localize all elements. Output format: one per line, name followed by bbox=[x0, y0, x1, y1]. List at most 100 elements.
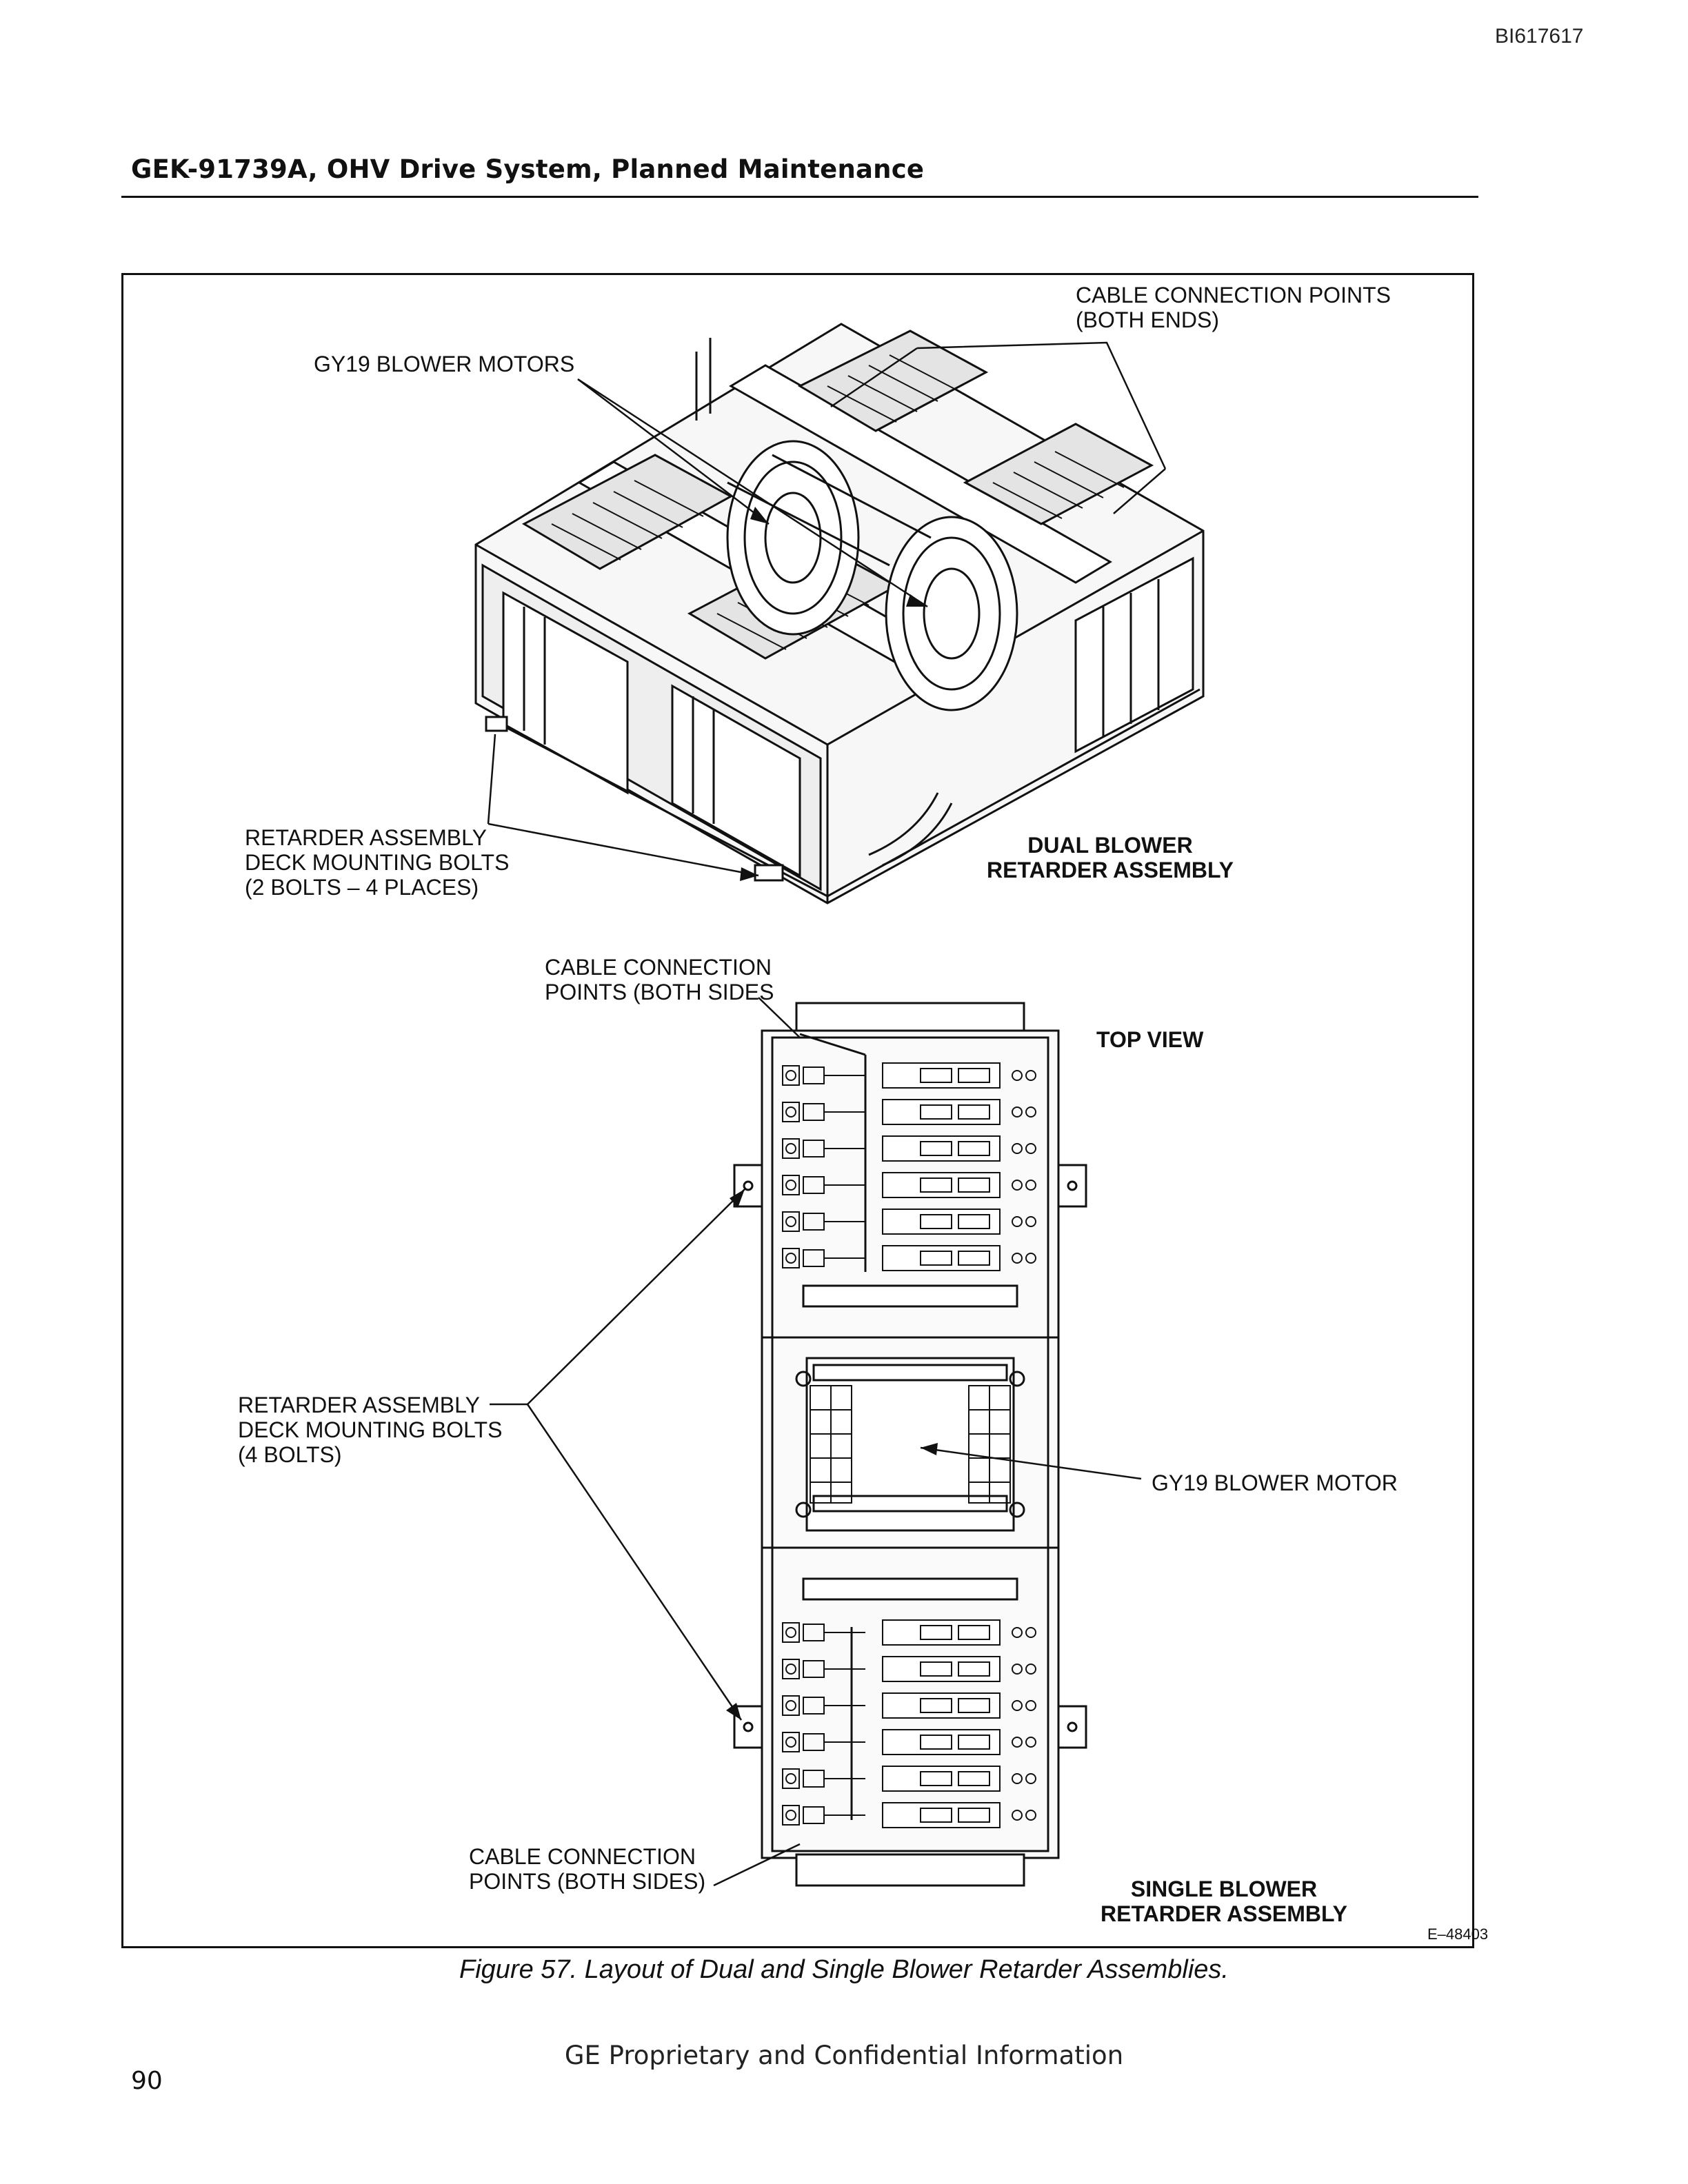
grid-row-part bbox=[958, 1698, 990, 1713]
grid-row-part bbox=[958, 1771, 990, 1786]
label-gy19-blower-motor: GY19 BLOWER MOTOR bbox=[1152, 1470, 1398, 1495]
page-number: 90 bbox=[131, 2067, 163, 2095]
grid-row-part bbox=[1012, 1737, 1023, 1748]
page-header-title: GEK-91739A, OHV Drive System, Planned Ma… bbox=[131, 154, 925, 184]
grid-row-part bbox=[882, 1692, 1001, 1719]
grid-row-part bbox=[1025, 1106, 1036, 1118]
grid-row-part bbox=[785, 1143, 796, 1154]
grid-row-part bbox=[785, 1737, 796, 1748]
leader-lines bbox=[487, 341, 1167, 1887]
grid-row-part bbox=[785, 1773, 796, 1784]
label-dual-blower-title: DUAL BLOWER RETARDER ASSEMBLY bbox=[987, 833, 1234, 882]
grid-row-part bbox=[782, 1065, 800, 1086]
footer-confidentiality: GE Proprietary and Confidential Informat… bbox=[564, 2041, 1124, 2070]
grid-row-part bbox=[782, 1659, 800, 1679]
grid-row-part bbox=[1025, 1700, 1036, 1711]
grid-row-part bbox=[1025, 1773, 1036, 1784]
grid-row-part bbox=[785, 1070, 796, 1081]
grid-row-part bbox=[958, 1661, 990, 1677]
grid-row-part bbox=[882, 1209, 1001, 1235]
header-rule bbox=[121, 196, 1478, 198]
grid-row-part bbox=[958, 1625, 990, 1640]
grid-row-part bbox=[1012, 1070, 1023, 1081]
grid-row-part bbox=[785, 1180, 796, 1191]
grid-row-part bbox=[785, 1253, 796, 1264]
grid-row-part bbox=[882, 1172, 1001, 1198]
label-deck-mounting-bolts-single: RETARDER ASSEMBLY DECK MOUNTING BOLTS (4… bbox=[238, 1393, 503, 1467]
grid-row-part bbox=[920, 1771, 952, 1786]
grid-row-part bbox=[782, 1175, 800, 1195]
grid-row-part bbox=[1025, 1180, 1036, 1191]
grid-row-part bbox=[920, 1177, 952, 1193]
grid-row-part bbox=[782, 1805, 800, 1826]
grid-row-part bbox=[882, 1062, 1001, 1089]
figure-frame bbox=[121, 273, 1474, 1948]
label-deck-mounting-bolts-dual: RETARDER ASSEMBLY DECK MOUNTING BOLTS (2… bbox=[245, 825, 510, 900]
grid-row-part bbox=[1012, 1773, 1023, 1784]
grid-row-part bbox=[782, 1732, 800, 1752]
grid-row-part bbox=[1012, 1143, 1023, 1154]
grid-row-part bbox=[785, 1810, 796, 1821]
grid-row-part bbox=[1025, 1737, 1036, 1748]
leader-arrowheads bbox=[726, 507, 938, 1720]
grid-row-part bbox=[1025, 1627, 1036, 1638]
label-cable-connection-points-both-ends: CABLE CONNECTION POINTS (BOTH ENDS) bbox=[1076, 283, 1391, 332]
grid-row-part bbox=[785, 1700, 796, 1711]
label-gy19-blower-motors: GY19 BLOWER MOTORS bbox=[314, 352, 575, 376]
grid-row-part bbox=[782, 1248, 800, 1268]
grid-row-part bbox=[882, 1619, 1001, 1646]
grid-row-part bbox=[1012, 1253, 1023, 1264]
grid-row-part bbox=[785, 1106, 796, 1118]
grid-row-part bbox=[920, 1735, 952, 1750]
grid-row-part bbox=[882, 1099, 1001, 1125]
grid-row-part bbox=[782, 1138, 800, 1159]
grid-row-part bbox=[920, 1141, 952, 1156]
grid-row-part bbox=[920, 1214, 952, 1229]
grid-row-part bbox=[782, 1102, 800, 1122]
drawing-number: E–48403 bbox=[1427, 1925, 1489, 1943]
grid-row-part bbox=[1012, 1216, 1023, 1227]
grid-row-part bbox=[958, 1735, 990, 1750]
label-single-blower-title: SINGLE BLOWER RETARDER ASSEMBLY bbox=[1101, 1877, 1347, 1926]
grid-row-part bbox=[1025, 1810, 1036, 1821]
grid-row-part bbox=[920, 1104, 952, 1120]
grid-row-part bbox=[882, 1729, 1001, 1755]
grid-row-part bbox=[1025, 1664, 1036, 1675]
grid-row-part bbox=[1012, 1627, 1023, 1638]
grid-row-part bbox=[958, 1251, 990, 1266]
grid-row-part bbox=[785, 1627, 796, 1638]
grid-row-part bbox=[882, 1656, 1001, 1682]
grid-row-part bbox=[1012, 1810, 1023, 1821]
label-cable-connection-points-top: CABLE CONNECTION POINTS (BOTH SIDES bbox=[545, 955, 774, 1004]
grid-row-part bbox=[958, 1068, 990, 1083]
grid-row-part bbox=[1025, 1216, 1036, 1227]
grid-row-part bbox=[958, 1141, 990, 1156]
grid-row-part bbox=[785, 1664, 796, 1675]
grid-row-part bbox=[1012, 1700, 1023, 1711]
grid-row-part bbox=[782, 1211, 800, 1232]
grid-row-part bbox=[1012, 1180, 1023, 1191]
label-cable-connection-points-bottom: CABLE CONNECTION POINTS (BOTH SIDES) bbox=[469, 1844, 706, 1894]
grid-row-part bbox=[782, 1695, 800, 1716]
grid-row-part bbox=[920, 1068, 952, 1083]
grid-row-part bbox=[782, 1622, 800, 1643]
grid-row-part bbox=[1025, 1070, 1036, 1081]
grid-row-part bbox=[920, 1625, 952, 1640]
grid-row-part bbox=[1025, 1143, 1036, 1154]
grid-row-part bbox=[920, 1808, 952, 1823]
document-id: BI617617 bbox=[1495, 25, 1584, 48]
grid-row-part bbox=[958, 1214, 990, 1229]
grid-row-part bbox=[1012, 1106, 1023, 1118]
figure-caption: Figure 57. Layout of Dual and Single Blo… bbox=[459, 1955, 1229, 1984]
grid-row-part bbox=[920, 1661, 952, 1677]
grid-row-part bbox=[1025, 1253, 1036, 1264]
grid-row-part bbox=[882, 1766, 1001, 1792]
grid-row-part bbox=[782, 1768, 800, 1789]
grid-row-part bbox=[958, 1808, 990, 1823]
grid-row-part bbox=[920, 1251, 952, 1266]
grid-row-part bbox=[882, 1245, 1001, 1271]
grid-row-part bbox=[882, 1802, 1001, 1828]
grid-row-part bbox=[958, 1104, 990, 1120]
single-blower-top-view-illustration bbox=[733, 1002, 1087, 1887]
